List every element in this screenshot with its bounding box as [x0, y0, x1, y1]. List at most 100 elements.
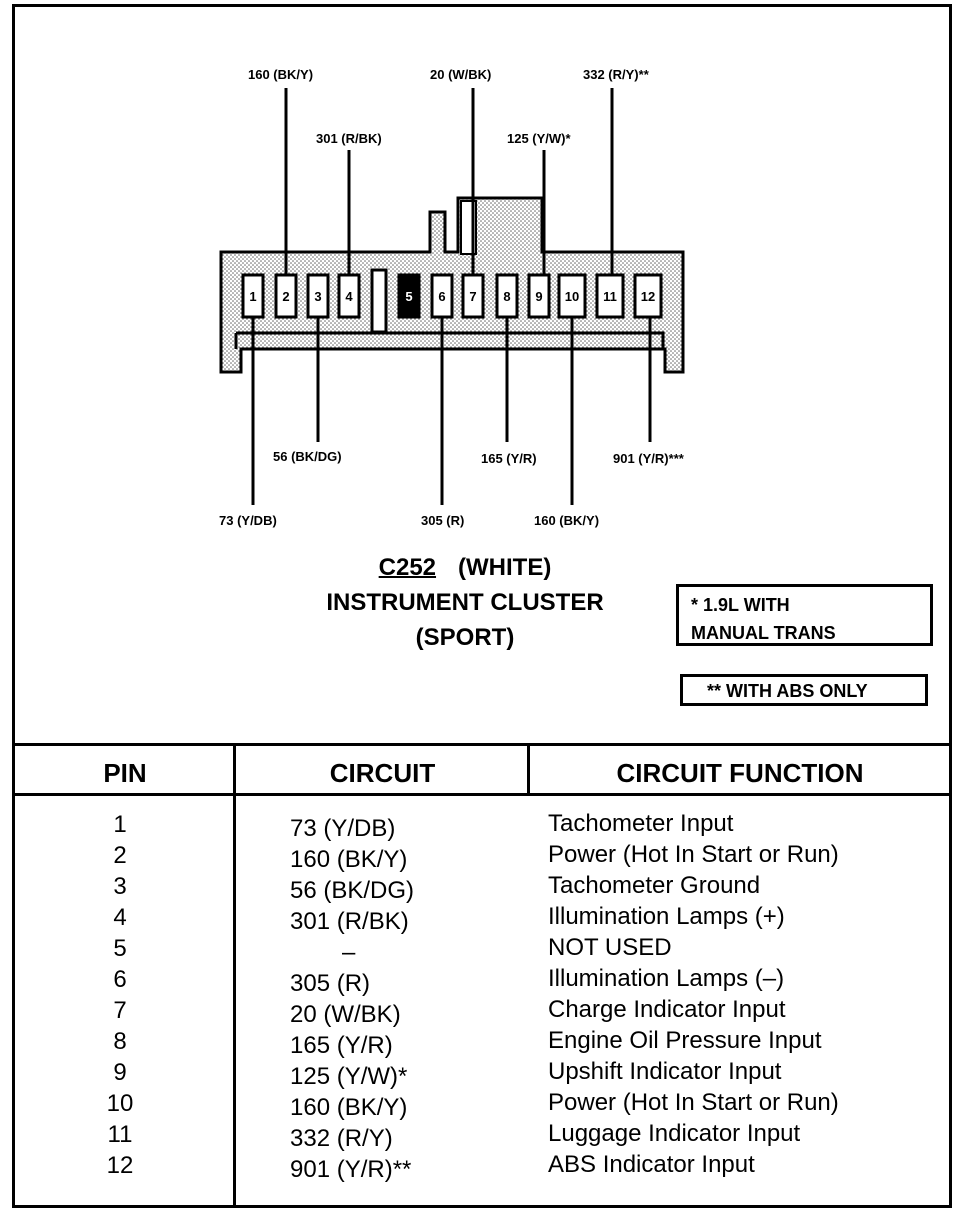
connector-color: (WHITE) — [458, 554, 552, 581]
row-circuit: 125 (Y/W)* — [290, 1063, 408, 1090]
row-pin: 3 — [113, 873, 127, 900]
table-top-rule — [12, 743, 952, 746]
connector-id: C252 — [378, 554, 437, 581]
connector-diagram: 1 2 3 4 5 6 7 8 9 10 11 12 — [219, 67, 685, 528]
row-pin: 10 — [106, 1090, 134, 1117]
table-row: 8 165 (Y/R) Engine Oil Pressure Input — [0, 1026, 976, 1059]
row-function: Power (Hot In Start or Run) — [548, 1089, 839, 1116]
pin-label-7: 7 — [469, 289, 476, 304]
pin-cavity-6: 6 — [430, 273, 454, 319]
pin-cavity-4: 4 — [337, 273, 361, 319]
pin-label-8: 8 — [503, 289, 510, 304]
wire-leads — [251, 88, 652, 505]
row-function: Illumination Lamps (+) — [548, 903, 785, 930]
row-function: Tachometer Input — [548, 810, 734, 837]
row-pin: 5 — [113, 935, 127, 962]
row-function: NOT USED — [548, 934, 672, 961]
wire-label-pin7: 20 (W/BK) — [430, 67, 491, 82]
table-row: 1 73 (Y/DB) Tachometer Input — [0, 809, 976, 842]
row-circuit: 160 (BK/Y) — [290, 1094, 408, 1121]
header-circuit-function: CIRCUIT FUNCTION — [616, 758, 864, 788]
row-circuit: 73 (Y/DB) — [290, 815, 396, 842]
row-pin: 8 — [113, 1028, 127, 1055]
footnote-box-1: * 1.9L WITH MANUAL TRANS — [676, 584, 933, 646]
pin-cavity-7: 7 — [461, 273, 485, 319]
row-function: ABS Indicator Input — [548, 1151, 755, 1178]
row-pin: 7 — [113, 997, 127, 1024]
wire-label-pin6: 305 (R) — [421, 513, 464, 528]
wire-label-pin10: 160 (BK/Y) — [534, 513, 599, 528]
table-row: 4 301 (R/BK) Illumination Lamps (+) — [0, 902, 976, 935]
pin-label-12: 12 — [641, 289, 655, 304]
table-row: 5 – NOT USED — [0, 933, 976, 966]
row-function: Tachometer Ground — [548, 872, 761, 899]
pin-label-3: 3 — [314, 289, 321, 304]
row-function: Power (Hot In Start or Run) — [548, 841, 839, 868]
pin-label-1: 1 — [249, 289, 256, 304]
row-circuit: 165 (Y/R) — [290, 1032, 393, 1059]
wire-label-pin4: 301 (R/BK) — [316, 131, 382, 146]
table-header-rule — [12, 793, 952, 796]
pin-label-9: 9 — [535, 289, 542, 304]
row-pin: 9 — [113, 1059, 127, 1086]
pin-label-10: 10 — [565, 289, 579, 304]
wire-label-pin12: 901 (Y/R)*** — [613, 451, 685, 466]
footnote-1-line-2: MANUAL TRANS — [691, 623, 836, 643]
pin-cavity-5: 5 — [397, 273, 421, 319]
wire-label-pin9: 125 (Y/W)* — [507, 131, 572, 146]
row-function: Charge Indicator Input — [548, 996, 786, 1023]
pin-cavity-8: 8 — [495, 273, 519, 319]
row-function: Luggage Indicator Input — [548, 1120, 801, 1147]
connector-divider — [370, 268, 388, 334]
row-circuit: 20 (W/BK) — [290, 1001, 401, 1028]
wire-label-pin2: 160 (BK/Y) — [248, 67, 313, 82]
row-circuit: 160 (BK/Y) — [290, 846, 408, 873]
row-circuit: – — [342, 939, 356, 966]
table-row: 2 160 (BK/Y) Power (Hot In Start or Run) — [0, 840, 976, 873]
row-circuit: 305 (R) — [290, 970, 371, 997]
wire-label-pin11: 332 (R/Y)** — [583, 67, 650, 82]
pin-cavity-11: 11 — [595, 273, 625, 319]
pin-cavity-12: 12 — [633, 273, 663, 319]
pin-cavity-1: 1 — [241, 273, 265, 319]
row-circuit: 332 (R/Y) — [290, 1125, 393, 1152]
table-row: 11 332 (R/Y) Luggage Indicator Input — [0, 1119, 976, 1152]
wire-label-pin3: 56 (BK/DG) — [273, 449, 342, 464]
table-row: 9 125 (Y/W)* Upshift Indicator Input — [0, 1057, 976, 1090]
row-circuit: 56 (BK/DG) — [290, 877, 415, 904]
pin-label-2: 2 — [282, 289, 289, 304]
table-col-divider-1 — [233, 744, 236, 1208]
row-pin: 2 — [113, 842, 127, 869]
wire-label-pin1: 73 (Y/DB) — [219, 513, 277, 528]
pin-cavity-2: 2 — [274, 273, 298, 319]
header-circuit: CIRCUIT — [329, 758, 436, 788]
row-pin: 1 — [113, 811, 127, 838]
table-row: 12 901 (Y/R)** ABS Indicator Input — [0, 1150, 976, 1183]
pin-cavity-9: 9 — [527, 273, 551, 319]
footnote-box-2: ** WITH ABS ONLY — [680, 674, 928, 706]
page-frame — [12, 4, 952, 1208]
wire-label-pin8: 165 (Y/R) — [481, 451, 537, 466]
row-circuit: 901 (Y/R)** — [290, 1156, 412, 1183]
table-row: 6 305 (R) Illumination Lamps (–) — [0, 964, 976, 997]
row-function: Upshift Indicator Input — [548, 1058, 782, 1085]
row-pin: 11 — [107, 1121, 133, 1148]
pin-label-4: 4 — [345, 289, 353, 304]
row-function: Engine Oil Pressure Input — [548, 1027, 822, 1054]
row-pin: 4 — [113, 904, 127, 931]
pin-cavity-3: 3 — [306, 273, 330, 319]
pin-cavity-10: 10 — [557, 273, 587, 319]
connector-title: C252 (WHITE) — [250, 554, 680, 582]
row-circuit: 301 (R/BK) — [290, 908, 409, 935]
pin-label-5: 5 — [405, 289, 412, 304]
footnote-1-line-1: * 1.9L WITH — [691, 595, 790, 615]
table-col-divider-2 — [527, 744, 530, 794]
row-pin: 12 — [106, 1152, 134, 1179]
connector-variant: (SPORT) — [415, 624, 515, 651]
connector-name: INSTRUMENT CLUSTER — [326, 589, 604, 616]
row-pin: 6 — [113, 966, 127, 993]
table-row: 7 20 (W/BK) Charge Indicator Input — [0, 995, 976, 1028]
pin-label-11: 11 — [603, 289, 617, 304]
row-function: Illumination Lamps (–) — [548, 965, 785, 992]
header-pin: PIN — [103, 758, 147, 788]
